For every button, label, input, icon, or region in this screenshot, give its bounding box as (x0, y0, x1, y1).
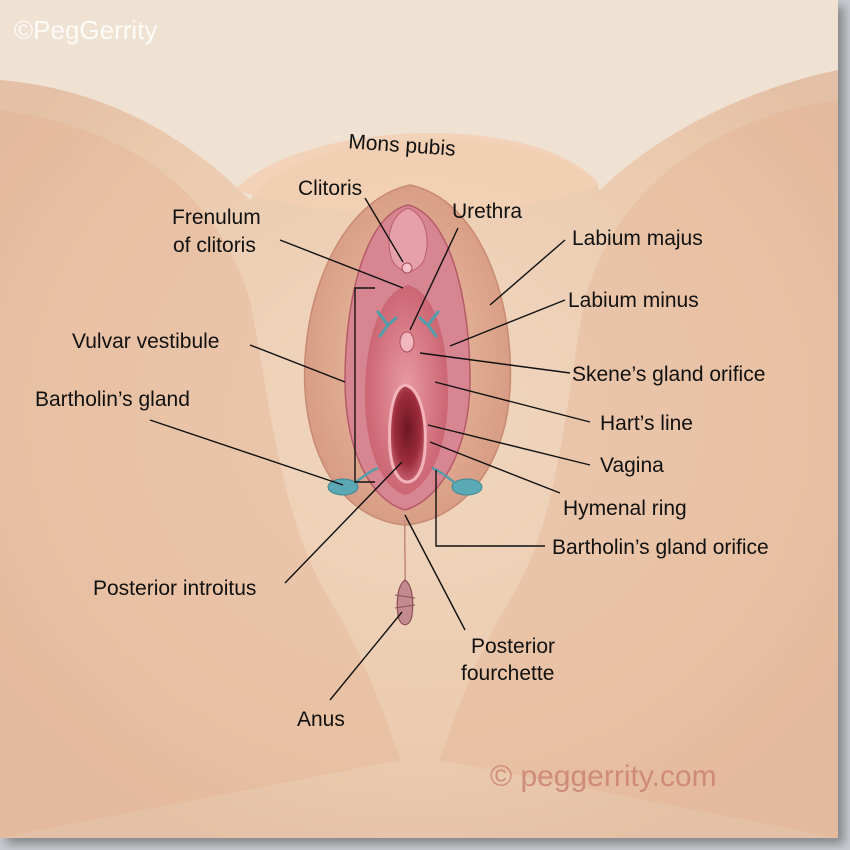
label-posterior-fourchette-line1: Posterior (471, 635, 555, 658)
label-labium-minus: Labium minus (568, 289, 699, 312)
watermark-bottom-right: © peggerrity.com (490, 760, 717, 793)
label-hymenal-ring: Hymenal ring (563, 497, 687, 520)
anus-shape (396, 579, 414, 626)
label-frenulum-line1: Frenulum (172, 206, 261, 229)
urethra-shape (399, 331, 415, 353)
label-anus: Anus (297, 708, 345, 731)
label-frenulum-line2: of clitoris (173, 234, 256, 257)
label-bartholins-gland-orifice: Bartholin’s gland orifice (552, 536, 769, 559)
label-posterior-fourchette-line2: fourchette (461, 662, 554, 685)
label-vagina: Vagina (600, 454, 664, 477)
label-posterior-introitus: Posterior introitus (93, 577, 256, 600)
watermark-top-left: ©PegGerrity (14, 15, 157, 45)
label-vulvar-vestibule: Vulvar vestibule (72, 330, 219, 353)
illustration-canvas: Mons pubis Clitoris Urethra Frenulum of … (0, 0, 838, 838)
label-labium-majus: Labium majus (572, 227, 703, 250)
label-clitoris: Clitoris (298, 177, 362, 200)
right-thigh (440, 100, 838, 838)
anus-folds (394, 594, 416, 609)
skenes-glands (376, 310, 440, 338)
leader-lines (149, 197, 591, 701)
vagina-shape (388, 383, 427, 484)
mons-pubis-shape (235, 132, 600, 215)
anatomy-illustration: Mons pubis Clitoris Urethra Frenulum of … (0, 15, 838, 838)
bartholins-ducts (354, 466, 456, 484)
label-skenes-gland-orifice: Skene’s gland orifice (572, 363, 765, 386)
label-urethra: Urethra (452, 200, 522, 223)
label-bartholins-gland: Bartholin’s gland (35, 388, 190, 411)
left-thigh (0, 110, 400, 838)
bartholins-glands (327, 478, 483, 496)
perineal-raphe (403, 519, 407, 586)
label-harts-line: Hart’s line (600, 412, 693, 435)
clitoris-shape (401, 262, 413, 274)
